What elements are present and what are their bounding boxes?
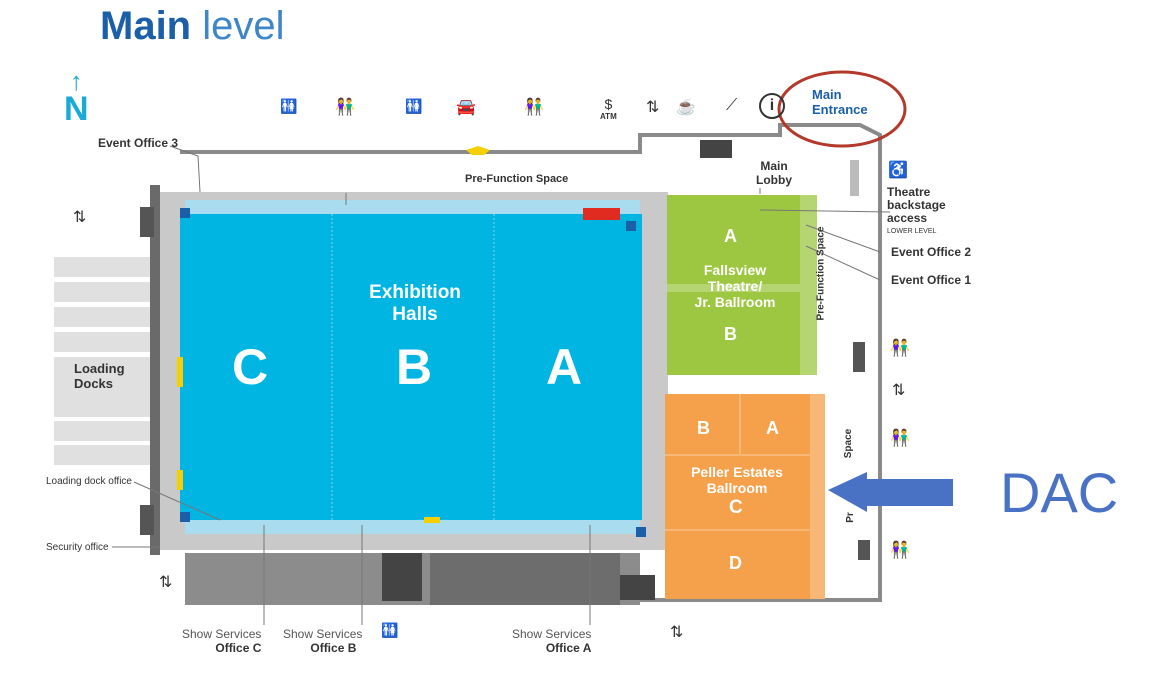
ballroom-section-b: B <box>697 418 710 438</box>
ballroom-prefunction <box>810 394 825 599</box>
leader-backstage <box>759 209 891 213</box>
theatre-section-b: B <box>724 324 737 344</box>
event-office-1-label: Event Office 1 <box>891 273 972 287</box>
stairs-north <box>700 140 732 158</box>
pre-function-vertical-label: Pre-Function Space <box>815 226 827 321</box>
exhibition-halls-area <box>180 214 642 520</box>
elevator-marker-sw <box>180 512 190 522</box>
prefunction-strip-south <box>185 520 640 534</box>
theatre-prefunction <box>800 195 817 375</box>
fallsview-theatre-label: Fallsview Theatre/ Jr. Ballroom <box>694 262 776 310</box>
show-services-office-a: Show Services Office A <box>512 627 592 655</box>
parking-icon: 🚘 <box>456 99 476 116</box>
elevator-marker-ne <box>626 221 636 231</box>
loading-dock-bay-3 <box>54 307 150 327</box>
loading-dock-office-label: Loading dock office <box>46 476 132 487</box>
hall-c-label: C <box>232 339 269 395</box>
coffee-icon: ☕ <box>676 99 696 116</box>
pre-function-vertical-2-label: Space <box>843 428 855 459</box>
wheelchair-icon: ♿ <box>888 162 908 179</box>
stairs-east-1 <box>853 342 865 372</box>
accessible-washroom-icon: 🚻 <box>280 98 298 114</box>
page-title: Main level <box>100 4 285 49</box>
stairs-east-2 <box>858 540 870 560</box>
north-arrow-icon: ↑ <box>69 66 83 96</box>
elevator-icon: ⇅ <box>892 382 906 399</box>
stairs-south-2 <box>620 575 655 600</box>
elevator-marker-nw <box>180 208 190 218</box>
atm-icon: $ ATM <box>600 96 617 121</box>
ballroom-section-a: A <box>766 418 779 438</box>
yellow-mark-south <box>424 517 440 523</box>
yellow-mark-west-2 <box>177 470 183 490</box>
red-marker <box>583 208 620 220</box>
elevator-marker-se <box>636 527 646 537</box>
service-corridor-south-inner <box>430 553 620 605</box>
dac-label: DAC <box>1000 461 1119 524</box>
theatre-section-a: A <box>724 226 737 246</box>
exhibition-halls-label: Exhibition Halls <box>369 282 461 325</box>
security-office-label: Security office <box>46 542 109 553</box>
ballroom-section-d: D <box>729 553 742 573</box>
accessible-washroom-icon: 🚻 <box>405 98 423 114</box>
theatre-backstage-label: Theatre backstage access LOWER LEVEL <box>887 185 946 236</box>
info-icon: i <box>759 93 785 119</box>
washroom-icon: 👫 <box>890 430 910 447</box>
peller-estates-ballroom-label: Peller Estates Ballroom <box>691 464 783 496</box>
pre-function-partial-label: Pr <box>844 512 856 523</box>
main-lobby-label: Main Lobby <box>756 159 792 187</box>
loading-dock-bay-2 <box>54 282 150 302</box>
loading-dock-bay-5 <box>54 397 150 417</box>
north-letter: N <box>64 90 89 128</box>
show-services-office-b: Show Services Office B <box>283 627 363 655</box>
washroom-icon: 👫 <box>524 99 544 116</box>
main-entrance-label[interactable]: Main Entrance <box>812 87 868 117</box>
corridor-west-dark <box>150 185 160 555</box>
north-indicator: ↑ N <box>64 66 89 128</box>
theatre-divider <box>667 284 817 292</box>
leader-event-office-1 <box>805 245 881 281</box>
loading-docks-label: Loading Docks <box>74 361 125 391</box>
leader-event-office-3 <box>169 145 201 193</box>
title-main: Main <box>100 4 192 48</box>
yellow-mark-west-1 <box>177 357 183 387</box>
leader-event-office-2 <box>805 224 881 253</box>
security-dock-wall <box>140 505 154 535</box>
hall-b-label: B <box>396 339 433 395</box>
loading-dock-bay-4 <box>54 332 150 352</box>
elevator-icon: ⇅ <box>670 624 684 641</box>
dac-arrow-icon <box>828 472 953 512</box>
peller-estates-ballroom-area <box>665 394 825 599</box>
show-services-office-c: Show Services Office C <box>182 627 262 655</box>
loading-dock-wall <box>140 207 154 237</box>
loading-dock-bay-1 <box>54 257 150 277</box>
escalator-icon: ⟋ <box>726 97 738 114</box>
event-office-2-label: Event Office 2 <box>891 245 972 259</box>
building-outline <box>180 123 882 602</box>
washroom-icon: 👫 <box>335 99 355 116</box>
event-office-3-label: Event Office 3 <box>98 136 179 150</box>
elevator-icon: ⇅ <box>159 574 173 591</box>
escalator-strip <box>850 160 859 196</box>
leader-loading-office <box>133 481 221 521</box>
elevator-icon: ⇅ <box>73 209 87 226</box>
title-level: level <box>202 4 285 48</box>
washroom-icon: 👫 <box>890 340 910 357</box>
elevator-icon: ⇅ <box>646 99 660 116</box>
ballroom-section-c: C <box>729 497 743 518</box>
yellow-mark-north <box>466 146 490 155</box>
accessible-washroom-icon: 🚻 <box>381 622 399 638</box>
hall-a-label: A <box>546 339 583 395</box>
pre-function-space-label: Pre-Function Space <box>465 173 569 185</box>
loading-dock-bay-7 <box>54 445 150 465</box>
loading-dock-label-box <box>54 357 150 397</box>
washroom-icon: 👫 <box>890 542 910 559</box>
stairs-south-1 <box>382 553 422 601</box>
prefunction-strip-north <box>185 200 640 214</box>
loading-dock-bay-6 <box>54 421 150 441</box>
